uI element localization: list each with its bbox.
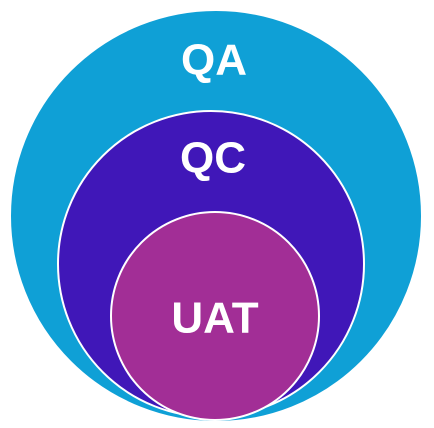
qa-label: QA bbox=[181, 36, 247, 85]
qc-label: QC bbox=[180, 134, 246, 183]
uat-circle bbox=[110, 211, 320, 421]
uat-label: UAT bbox=[171, 294, 258, 343]
